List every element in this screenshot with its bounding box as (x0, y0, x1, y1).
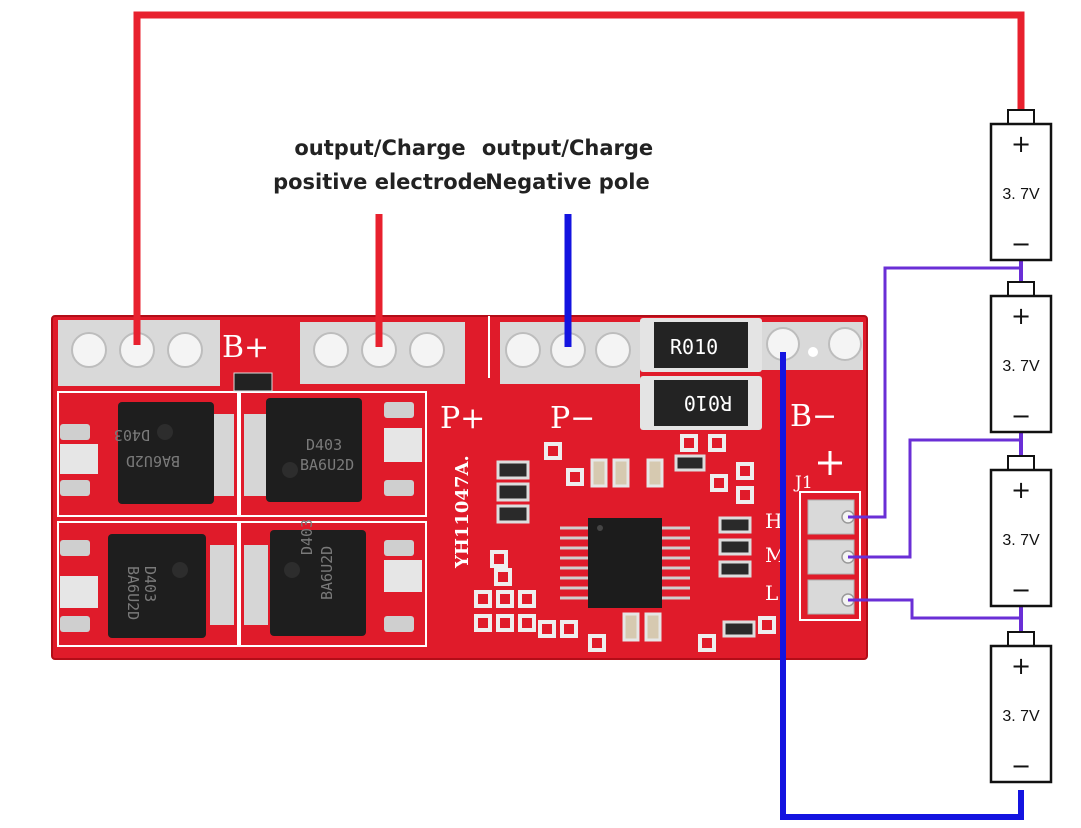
balance-wire-l (848, 598, 1021, 620)
board-model-text: YH11047A. (452, 455, 473, 569)
mosfet-2-label: D403 (306, 436, 342, 454)
test-pads (60, 428, 422, 608)
smd-components (474, 434, 776, 652)
mosfet-1: D403 BA6U2D (60, 402, 234, 504)
negative-main-wire (780, 352, 1024, 820)
mosfet-1-label: D403 (114, 426, 150, 444)
conn-h-text: H (765, 509, 782, 533)
positive-label-line2: positive electrode (273, 170, 487, 194)
mosfet-4-code: BA6U2D (318, 546, 336, 600)
shunt-resistor-1: R010 (640, 318, 762, 372)
mosfet-4-label: D403 (298, 519, 316, 555)
battery-1-voltage: 3. 7V (1002, 186, 1040, 203)
b-minus-text: B− (790, 399, 837, 434)
battery-4-voltage: 3. 7V (1002, 708, 1040, 725)
battery-1-minus: − (1011, 230, 1031, 258)
battery-3-voltage: 3. 7V (1002, 532, 1040, 549)
mosfet-2: D403 BA6U2D (244, 398, 414, 502)
negative-terminal-label: output/Charge Negative pole (480, 131, 655, 199)
shunt-2-label: R010 (684, 391, 732, 415)
battery-3-plus: + (1011, 476, 1031, 504)
mosfet-3: D403 BA6U2D (60, 534, 234, 638)
battery-3: + 3. 7V − (989, 455, 1053, 608)
b-plus-text: B+ (222, 330, 269, 365)
mosfet-3-label: D403 (141, 566, 159, 602)
balance-wire-h (848, 266, 1021, 519)
mosfet-1-code: BA6U2D (126, 452, 180, 470)
wires (133, 11, 1025, 820)
shunt-resistor-2: R010 (640, 376, 762, 430)
positive-main-wire (133, 11, 1025, 345)
battery-1-plus: + (1011, 130, 1031, 158)
battery-2-voltage: 3. 7V (1002, 358, 1040, 375)
connector-j1-text: J1 (793, 473, 813, 493)
conn-l-text: L (765, 581, 778, 605)
negative-label-line2: Negative pole (485, 170, 650, 194)
mosfet-4: D403 BA6U2D (244, 519, 414, 636)
plus-mark (818, 451, 842, 475)
battery-4-minus: − (1011, 752, 1031, 780)
balance-wire-m (848, 438, 1021, 559)
battery-3-minus: − (1011, 576, 1031, 604)
shunt-1-label: R010 (670, 335, 718, 359)
battery-2: + 3. 7V − (989, 281, 1053, 434)
positive-label-line1: output/Charge (294, 136, 466, 160)
positive-terminal-label: output/Charge positive electrode (270, 131, 490, 199)
battery-1: + 3. 7V − (989, 109, 1053, 262)
control-ic (560, 518, 690, 608)
battery-4: + 3. 7V − (989, 631, 1053, 784)
negative-label-line1: output/Charge (481, 136, 654, 160)
mosfet-3-code: BA6U2D (124, 566, 142, 620)
p-minus-text: P− (550, 401, 595, 436)
small-diode (233, 372, 273, 392)
p-plus-text: P+ (440, 401, 485, 436)
battery-2-minus: − (1011, 402, 1031, 430)
mosfet-2-code: BA6U2D (300, 456, 354, 474)
battery-2-plus: + (1011, 302, 1031, 330)
battery-4-plus: + (1011, 652, 1031, 680)
